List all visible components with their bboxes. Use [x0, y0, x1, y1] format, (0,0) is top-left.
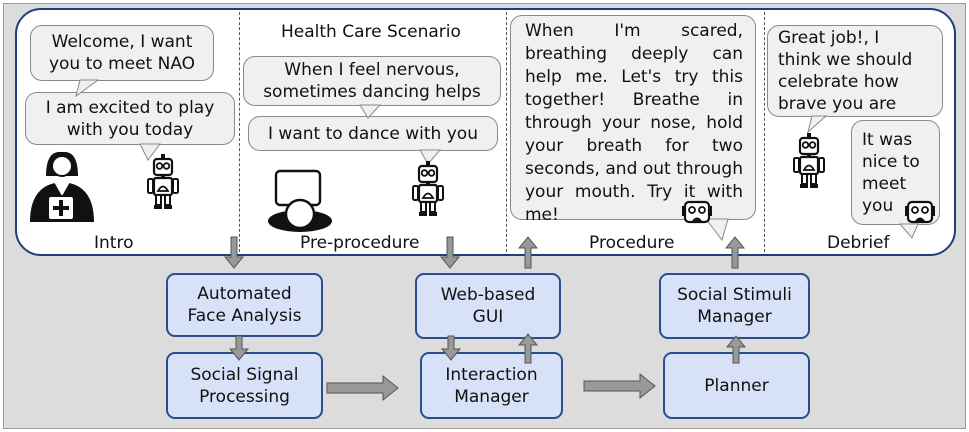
arrow-icon [517, 333, 539, 364]
arrow-icon [223, 236, 245, 269]
bubble-excited: I am excited to play with you today [25, 92, 235, 145]
planner-box: Planner [663, 352, 810, 419]
arrow-icon [440, 335, 462, 361]
face-analysis-box: Automated Face Analysis [166, 273, 323, 337]
bubble-tail [898, 223, 919, 239]
arrow-icon [228, 335, 250, 361]
robot-icon [903, 200, 937, 224]
arrow-icon [725, 335, 747, 364]
arrow-icon [583, 372, 656, 400]
phase-label-debrief: Debrief [827, 233, 890, 253]
robot-icon [792, 131, 826, 190]
phase-label-procedure: Procedure [589, 233, 675, 253]
phase-divider-1 [239, 12, 240, 252]
bubble-nervous: When I feel nervous, sometimes dancing h… [243, 56, 501, 106]
bubble-tail [419, 149, 442, 165]
bubble-tail [807, 115, 828, 134]
web-gui-box: Web-based GUI [415, 273, 561, 339]
robot-icon [146, 152, 180, 211]
bubble-tail [75, 79, 100, 98]
phase-divider-2 [506, 12, 507, 252]
bubble-welcome: Welcome, I want you to meet NAO [30, 25, 214, 81]
social-signal-box: Social Signal Processing [166, 352, 323, 419]
arrow-icon [517, 236, 539, 269]
phase-divider-3 [764, 12, 765, 252]
bubble-great-job: Great job!, I think we should celebrate … [767, 25, 943, 117]
doctor-icon [30, 151, 94, 222]
phase-label-pre-procedure: Pre-procedure [300, 233, 420, 253]
bubble-tail [704, 218, 729, 242]
phase-label-intro: Intro [94, 233, 134, 253]
bubble-breathing: When I'm scared, breathing deeply can he… [510, 15, 756, 225]
interaction-manager-box: Interaction Manager [420, 352, 563, 419]
child-tablet-icon [268, 169, 332, 232]
arrow-icon [326, 374, 399, 402]
bubble-tail [139, 143, 161, 161]
robot-icon [411, 159, 445, 218]
arrow-icon [724, 236, 746, 269]
bubble-dance: I want to dance with you [248, 116, 498, 151]
arrow-icon [439, 236, 461, 269]
bubble-tail [359, 104, 382, 119]
robot-icon [680, 200, 714, 224]
scenario-title: Health Care Scenario [281, 22, 461, 42]
